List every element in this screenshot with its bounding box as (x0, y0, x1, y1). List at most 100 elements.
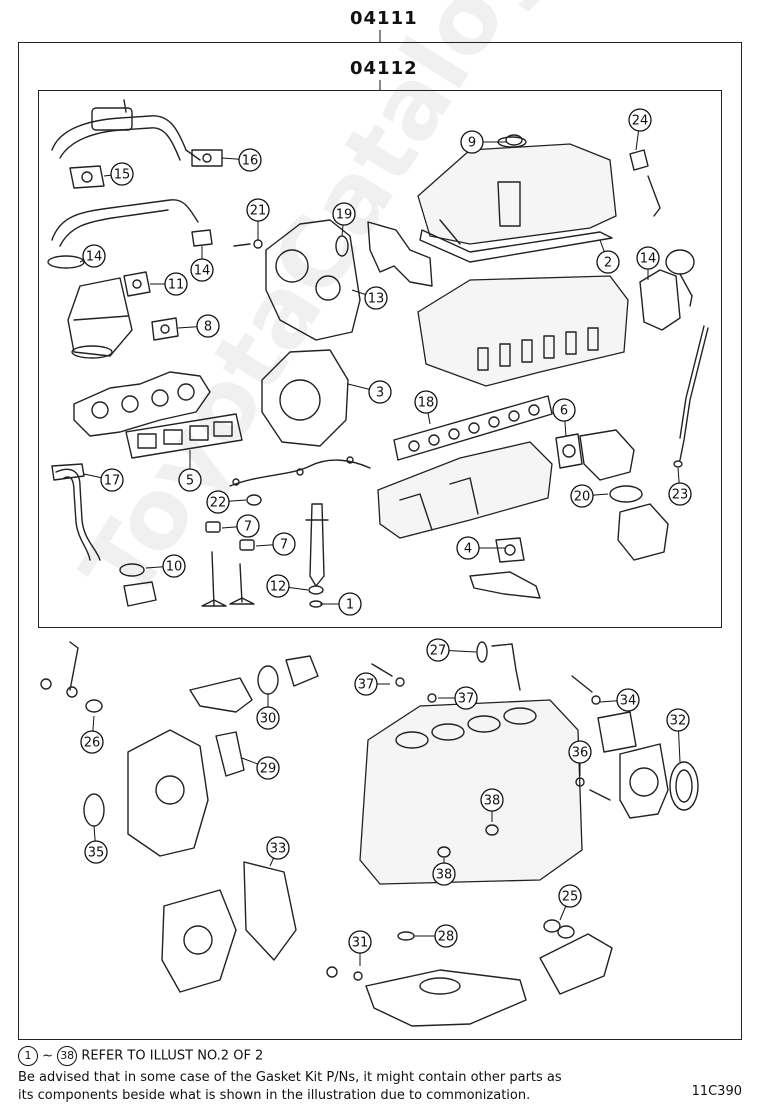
callout-number: 27 (430, 644, 447, 659)
callout-14[interactable]: 14 (79, 244, 106, 268)
thermostat-housing (285, 655, 319, 687)
bolt-21 (233, 239, 263, 249)
callout-11[interactable]: 11 (150, 272, 188, 296)
water-pump-lower (161, 889, 237, 993)
callout-1[interactable]: 1 (320, 592, 362, 616)
callout-number: 34 (620, 694, 637, 709)
callout-30[interactable]: 30 (256, 694, 280, 730)
callout-36[interactable]: 36 (568, 740, 592, 776)
valve-stem-seal-7b (239, 539, 255, 551)
callout-circle (480, 788, 504, 812)
callout-circle (100, 468, 124, 492)
drawing-id: 11C390 (691, 1084, 742, 1099)
bolt-34 (571, 675, 601, 705)
egr-pipe-lower (51, 199, 199, 247)
callout-number: 23 (672, 488, 689, 503)
callout-9[interactable]: 9 (460, 130, 506, 154)
callout-10[interactable]: 10 (145, 554, 186, 578)
callout-number: 14 (640, 252, 657, 267)
callout-13[interactable]: 13 (351, 286, 388, 310)
callout-35[interactable]: 35 (84, 825, 108, 864)
callout-6[interactable]: 6 (552, 398, 576, 437)
callout-17[interactable]: 17 (83, 468, 124, 492)
piston (597, 711, 637, 753)
callout-circle (272, 532, 296, 556)
cylinder-head (417, 275, 629, 387)
cylinder-head-cover (417, 136, 617, 245)
callout-15[interactable]: 15 (103, 162, 134, 186)
callout-16[interactable]: 16 (221, 148, 262, 172)
callout-21[interactable]: 21 (246, 198, 270, 240)
bolt-36 (575, 777, 611, 801)
callout-31[interactable]: 31 (348, 930, 372, 966)
callout-20[interactable]: 20 (570, 484, 609, 508)
callout-7[interactable]: 7 (255, 532, 296, 556)
callout-circle (454, 686, 478, 710)
egr-gasket-16 (191, 149, 223, 167)
callout-14[interactable]: 14 (636, 246, 660, 280)
callout-14[interactable]: 14 (190, 246, 214, 282)
callout-34[interactable]: 34 (599, 688, 640, 712)
callout-number: 37 (458, 692, 475, 707)
callout-38[interactable]: 38 (480, 788, 504, 822)
callout-23[interactable]: 23 (668, 467, 692, 506)
plug-38b (437, 846, 451, 858)
callout-28[interactable]: 28 (414, 924, 458, 948)
callout-number: 28 (438, 930, 455, 945)
callout-2[interactable]: 2 (596, 239, 620, 274)
egr-valve (617, 503, 669, 561)
callout-37[interactable]: 37 (438, 686, 478, 710)
callout-circle (434, 924, 458, 948)
callout-circle (266, 836, 290, 860)
ref-end-circle: 38 (57, 1046, 78, 1066)
callout-12[interactable]: 12 (266, 574, 309, 598)
callout-circle (206, 490, 230, 514)
bolt-left (40, 678, 52, 690)
washer-37b (427, 693, 437, 703)
seal-ring-10 (119, 563, 145, 577)
callout-4[interactable]: 4 (456, 536, 506, 560)
callout-8[interactable]: 8 (177, 314, 220, 338)
callout-18[interactable]: 18 (414, 390, 438, 425)
water-bypass-pipe (491, 643, 521, 691)
callout-32[interactable]: 32 (666, 708, 690, 763)
throttle-body (579, 429, 635, 481)
catalytic-converter (67, 277, 133, 359)
callout-38[interactable]: 38 (432, 858, 456, 886)
callout-7[interactable]: 7 (221, 514, 260, 538)
callout-33[interactable]: 33 (266, 836, 290, 867)
timing-cover-13 (265, 219, 361, 341)
callout-circle (414, 390, 438, 414)
callout-number: 29 (260, 762, 277, 777)
callout-22[interactable]: 22 (206, 490, 247, 514)
water-pump-gasket-33 (243, 861, 297, 961)
callout-circle (236, 514, 260, 538)
callout-number: 6 (560, 404, 568, 419)
callout-number: 18 (418, 396, 435, 411)
callout-37[interactable]: 37 (354, 672, 390, 696)
callout-number: 14 (86, 250, 103, 265)
oil-seal-retainer (619, 743, 669, 819)
callout-number: 38 (436, 868, 453, 883)
callout-26[interactable]: 26 (80, 715, 104, 754)
callout-25[interactable]: 25 (558, 884, 582, 921)
callout-number: 3 (376, 386, 384, 401)
callout-number: 7 (280, 538, 288, 553)
callout-3[interactable]: 3 (347, 380, 392, 404)
callout-24[interactable]: 24 (628, 108, 652, 151)
gasket-29 (215, 731, 245, 777)
callout-5[interactable]: 5 (178, 450, 202, 492)
outer-kit-code: 04111 (350, 8, 418, 29)
advice-line-2: its components beside what is shown in t… (18, 1088, 531, 1103)
callout-27[interactable]: 27 (426, 638, 477, 662)
bracket-10 (123, 581, 157, 607)
wiring-harness (229, 456, 371, 487)
callout-number: 7 (244, 520, 252, 535)
gasket-28 (397, 931, 415, 941)
water-pump-14 (639, 249, 695, 331)
callout-29[interactable]: 29 (241, 756, 280, 780)
oil-dipstick-guide (66, 641, 79, 698)
intake-manifold (377, 441, 553, 539)
callout-19[interactable]: 19 (332, 202, 356, 237)
